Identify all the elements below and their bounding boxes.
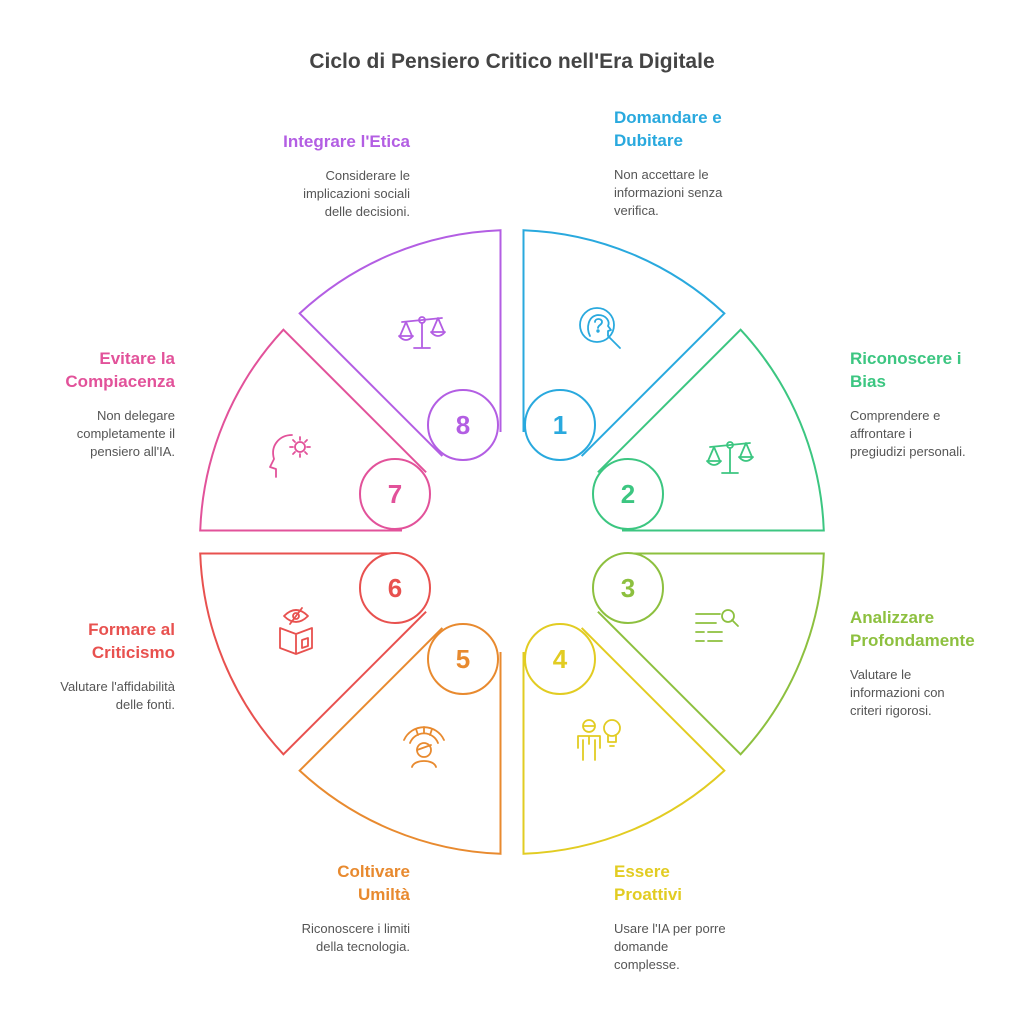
step-number-circle-7 (359, 458, 431, 530)
step-description-line: Valutare le (850, 667, 912, 682)
step-description-line: pregiudizi personali. (850, 444, 966, 459)
step-title: Domandare e Dubitare (614, 106, 814, 152)
step-title: Evitare la Compiacenza (0, 347, 175, 393)
step-title-line: Dubitare (614, 131, 683, 150)
step-title: Riconoscere i Bias (850, 347, 1024, 393)
book-eye-icon (279, 607, 313, 655)
step-description-line: pensiero all'IA. (90, 444, 175, 459)
step-description: Riconoscere i limiti della tecnologia. (210, 920, 410, 956)
step-description-line: completamente il (76, 426, 175, 441)
balance-scale-icon (706, 441, 754, 474)
step-title-line: Criticismo (91, 643, 175, 662)
step-title-line: Proattivi (614, 885, 683, 904)
step-number: 5 (456, 644, 470, 674)
step-description-line: implicazioni sociali (303, 186, 410, 201)
step-number: 4 (553, 644, 568, 674)
step-number: 6 (388, 573, 402, 603)
step-title: Integrare l'Etica (210, 130, 410, 153)
step-title-line: Formare al (88, 620, 175, 639)
step-description-line: informazioni con (850, 685, 945, 700)
step-number-circle-3 (592, 552, 664, 624)
step-description-line: criteri rigorosi. (850, 703, 932, 718)
step-title-line: Riconoscere i (850, 349, 962, 368)
step-description-line: Considerare le (325, 168, 410, 183)
step-description-line: delle decisioni. (324, 204, 410, 219)
sector-4 (522, 627, 726, 855)
step-description-line: Valutare l'affidabilità (60, 679, 175, 694)
sector-1 (522, 229, 726, 457)
sector-6 (199, 552, 427, 756)
step-description-line: affrontare i (850, 426, 912, 441)
step-number: 8 (456, 410, 470, 440)
step-description-line: Non delegare (96, 408, 175, 423)
step-number: 1 (553, 410, 567, 440)
step-number-circle-4 (524, 623, 596, 695)
list-search-icon (695, 609, 739, 642)
step-title-line: Compiacenza (65, 372, 175, 391)
step-number: 3 (621, 573, 635, 603)
step-number: 2 (621, 479, 635, 509)
step-description: Usare l'IA per porre domande complesse. (614, 920, 814, 974)
step-title-line: Umiltà (358, 885, 410, 904)
sector-5 (298, 627, 502, 855)
step-title-line: Evitare la (99, 349, 175, 368)
step-description-line: complesse. (614, 957, 680, 972)
step-description: Non accettare le informazioni senza verifi… (614, 166, 814, 220)
step-description-line: verifica. (614, 203, 659, 218)
step-description-line: Non accettare le (614, 167, 709, 182)
step-title-line: Analizzare (850, 608, 935, 627)
step-number-circle-8 (427, 389, 499, 461)
step-number-circle-6 (359, 552, 431, 624)
step-description: Valutare l'affidabilità delle fonti. (0, 678, 175, 714)
diagram-title: Ciclo di Pensiero Critico nell'Era Digit… (309, 50, 715, 73)
step-description-line: informazioni senza (614, 185, 723, 200)
sector-3 (597, 552, 825, 756)
step-description-line: delle fonti. (115, 697, 175, 712)
person-lightbulb-icon (577, 719, 621, 761)
sector-7 (199, 328, 427, 532)
balance-scale-icon (398, 316, 446, 349)
step-title-line: Domandare e (614, 108, 722, 127)
step-title: Formare al Criticismo (0, 618, 175, 664)
step-number-circle-5 (427, 623, 499, 695)
step-title-line: Integrare l'Etica (283, 132, 410, 151)
step-description: Comprendere e affrontare i pregiudizi pers… (850, 407, 1024, 461)
step-description-line: Usare l'IA per porre (614, 921, 726, 936)
step-description: Non delegare completamente il pensiero all… (0, 407, 175, 461)
step-description: Considerare le implicazioni sociali delle … (210, 167, 410, 221)
person-gauge-icon (403, 726, 445, 768)
step-number-circle-2 (592, 458, 664, 530)
head-gear-icon (269, 434, 311, 478)
step-description-line: Riconoscere i limiti (301, 921, 410, 936)
step-description-line: domande (614, 939, 669, 954)
step-title-line: Profondamente (850, 631, 975, 650)
sector-8 (298, 229, 502, 457)
step-description-line: della tecnologia. (316, 939, 410, 954)
head-question-magnifier-icon (579, 307, 621, 349)
step-description: Valutare le informazioni con criteri rigor… (850, 666, 1024, 720)
step-title-line: Essere (614, 862, 670, 881)
step-description-line: Comprendere e (850, 408, 941, 423)
step-number: 7 (388, 479, 402, 509)
step-title-line: Coltivare (337, 862, 410, 881)
sector-2 (597, 328, 825, 532)
step-title-line: Bias (850, 372, 886, 391)
step-number-circle-1 (524, 389, 596, 461)
